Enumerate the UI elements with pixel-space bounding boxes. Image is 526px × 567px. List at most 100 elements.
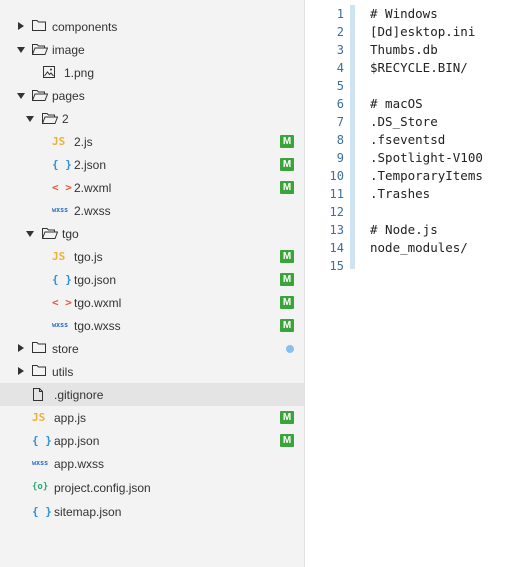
tree-item-label: utils [52,364,74,379]
tree-item-project-config-json[interactable]: {o} project.config.json [0,476,304,499]
file-explorer: components image 1.png pages 2 JS 2.js [0,0,305,567]
tree-item-label: 2.js [74,134,93,149]
tree-item-2-wxml[interactable]: < > 2.wxml M [0,176,304,199]
modified-badge: M [280,411,294,424]
line-number: 7 [336,115,344,129]
tree-item-components[interactable]: components [0,15,304,38]
line-number: 3 [336,43,344,57]
code-line[interactable]: # Windows [370,6,438,21]
tree-item-utils[interactable]: utils [0,360,304,383]
line-number: 1 [336,7,344,21]
json-file-icon: { } [52,158,72,171]
folder-open-icon [42,112,58,124]
tree-item-tgo-json[interactable]: { } tgo.json M [0,268,304,291]
modified-badge: M [280,273,294,286]
json-file-icon: { } [32,505,52,518]
tree-item-label: project.config.json [54,480,151,495]
code-line[interactable]: Thumbs.db [370,42,438,57]
tree-item-folder-2[interactable]: 2 [0,107,304,130]
tree-item-gitignore[interactable]: .gitignore [0,383,304,406]
wxss-file-icon: wxss [52,321,69,329]
code-line[interactable]: .DS_Store [370,114,438,129]
code-line[interactable]: node_modules/ [370,240,468,255]
code-editor[interactable]: 1 # Windows 2 [Dd]esktop.ini 3 Thumbs.db… [305,0,526,567]
chevron-right-icon[interactable] [18,344,24,352]
code-line[interactable]: .Trashes [370,186,431,201]
js-file-icon: JS [52,135,66,148]
folder-open-icon [42,227,58,239]
config-file-icon: {o} [32,482,49,492]
js-file-icon: JS [52,250,66,263]
file-icon [33,388,43,401]
tree-item-2-json[interactable]: { } 2.json M [0,153,304,176]
tree-item-label: .gitignore [54,387,104,402]
tree-item-label: store [52,341,79,356]
folder-icon [32,364,46,376]
tree-item-label: 2.json [74,157,107,172]
tree-item-label: 2.wxss [74,203,111,218]
tree-item-label: tgo.json [74,272,117,287]
chevron-down-icon[interactable] [26,116,34,122]
tree-item-pages[interactable]: pages [0,84,304,107]
chevron-down-icon[interactable] [17,93,25,99]
line-number: 13 [329,223,344,237]
changes-dot [286,345,294,353]
tree-item-label: 1.png [64,65,95,80]
tree-item-tgo-js[interactable]: JS tgo.js M [0,245,304,268]
chevron-right-icon[interactable] [18,22,24,30]
chevron-down-icon[interactable] [17,47,25,53]
tree-item-tgo[interactable]: tgo [0,222,304,245]
tree-item-label: app.js [54,410,87,425]
modified-badge: M [280,296,294,309]
tree-item-2-wxss[interactable]: wxss 2.wxss [0,199,304,222]
code-line[interactable]: .Spotlight-V100 [370,150,483,165]
modified-badge: M [280,135,294,148]
tree-item-1-png[interactable]: 1.png [0,61,304,84]
tree-item-label: app.wxss [54,456,105,471]
json-file-icon: { } [52,273,72,286]
line-number: 5 [336,79,344,93]
chevron-right-icon[interactable] [18,367,24,375]
code-line[interactable]: # Node.js [370,222,438,237]
image-file-icon [43,66,55,78]
tree-item-sitemap-json[interactable]: { } sitemap.json [0,500,304,523]
tree-item-label: tgo.js [74,249,103,264]
js-file-icon: JS [32,411,46,424]
wxml-file-icon: < > [52,296,72,309]
line-number: 10 [329,169,344,183]
code-line[interactable]: [Dd]esktop.ini [370,24,476,39]
tree-item-label: image [52,42,85,57]
tree-item-2-js[interactable]: JS 2.js M [0,130,304,153]
tree-item-label: app.json [54,433,100,448]
tree-item-label: sitemap.json [54,504,122,519]
tree-item-label: 2 [62,111,69,126]
line-number: 15 [329,259,344,273]
modified-badge: M [280,181,294,194]
line-number: 9 [336,151,344,165]
folder-open-icon [32,89,48,101]
tree-item-app-js[interactable]: JS app.js M [0,406,304,429]
code-line[interactable]: $RECYCLE.BIN/ [370,60,468,75]
code-line[interactable]: .TemporaryItems [370,168,483,183]
wxml-file-icon: < > [52,181,72,194]
tree-item-app-json[interactable]: { } app.json M [0,429,304,452]
modified-badge: M [280,158,294,171]
modified-lines-gutter [350,5,355,269]
tree-item-app-wxss[interactable]: wxss app.wxss [0,452,304,475]
folder-icon [32,341,46,353]
wxss-file-icon: wxss [52,206,69,214]
json-file-icon: { } [32,434,52,447]
tree-item-label: tgo [62,226,79,241]
tree-item-image[interactable]: image [0,38,304,61]
wxss-file-icon: wxss [32,459,49,467]
tree-item-store[interactable]: store [0,337,304,360]
modified-badge: M [280,319,294,332]
tree-item-tgo-wxml[interactable]: < > tgo.wxml M [0,291,304,314]
code-line[interactable]: .fseventsd [370,132,446,147]
line-number: 2 [336,25,344,39]
chevron-down-icon[interactable] [26,231,34,237]
code-line[interactable]: # macOS [370,96,423,111]
tree-item-label: components [52,19,118,34]
tree-item-tgo-wxss[interactable]: wxss tgo.wxss M [0,314,304,337]
modified-badge: M [280,250,294,263]
